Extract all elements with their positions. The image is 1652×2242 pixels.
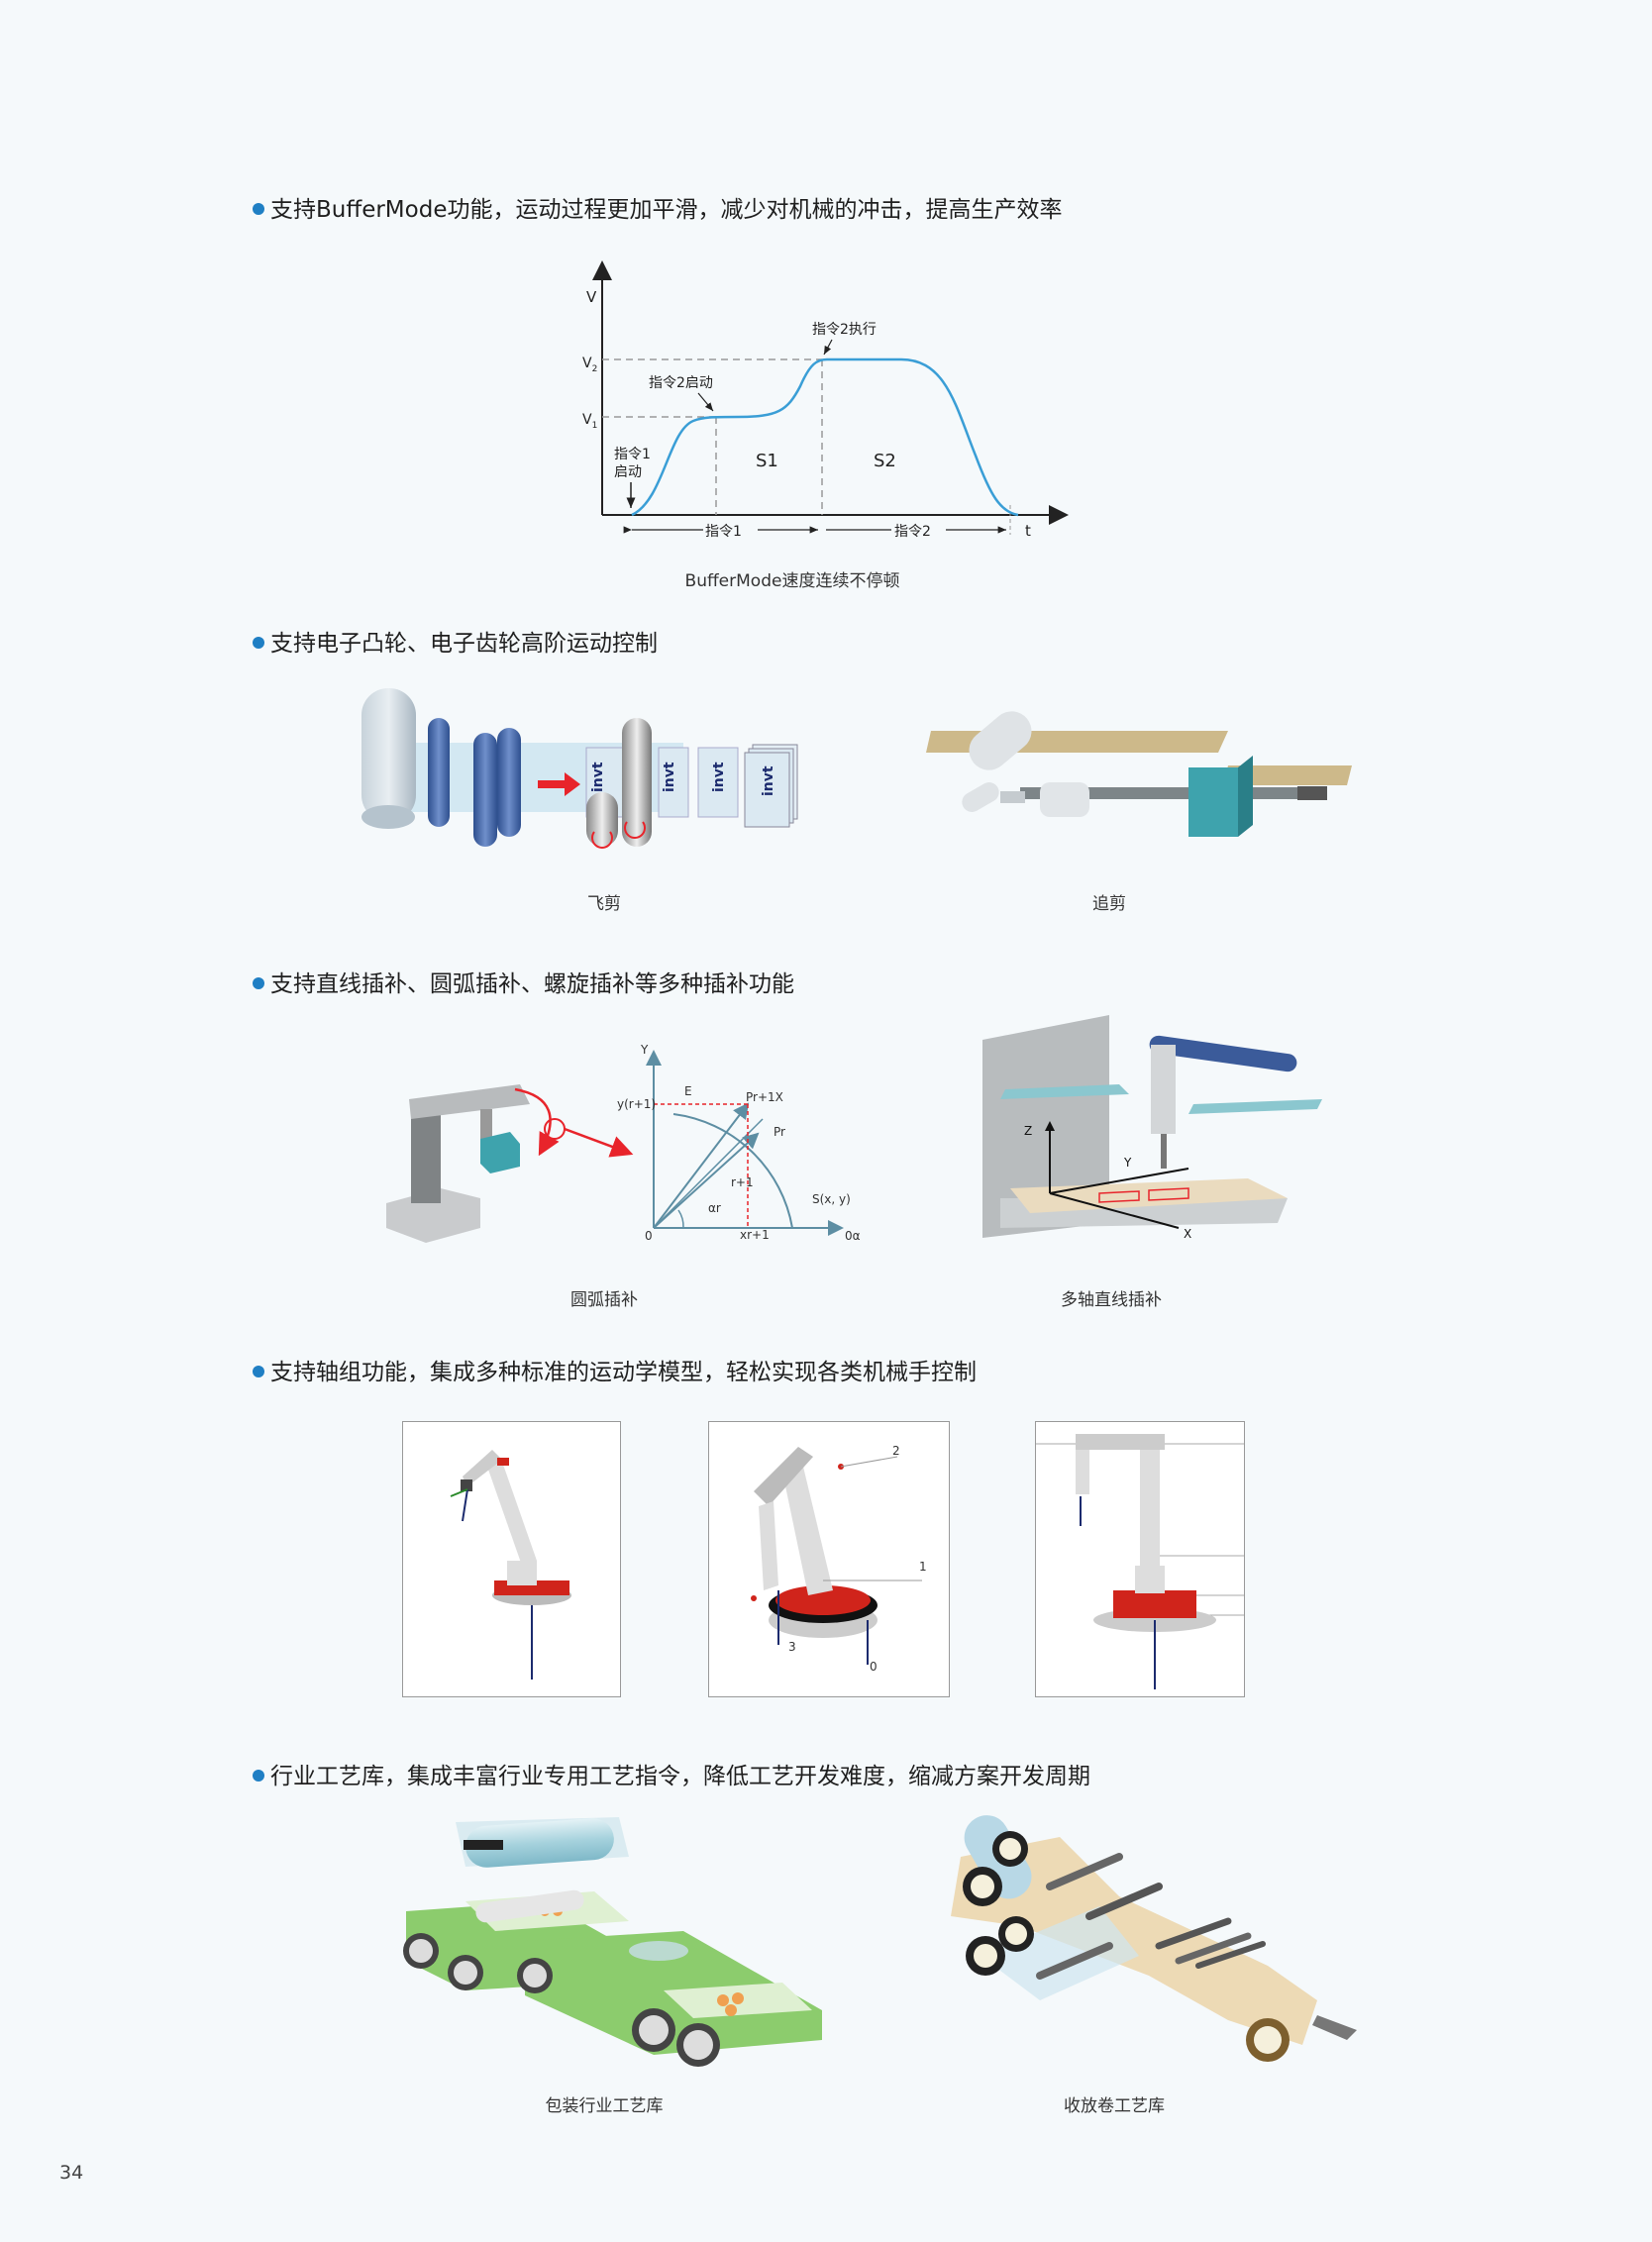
svg-text:0: 0 (645, 1229, 653, 1243)
cmd1-start-label-line1: 指令1 (614, 447, 651, 462)
svg-text:2: 2 (892, 1444, 900, 1458)
svg-text:X: X (1184, 1227, 1191, 1241)
shear-block (1188, 767, 1238, 837)
winding-caption: 收放卷工艺库 (1064, 2096, 1165, 2116)
s2-label: S2 (874, 451, 896, 471)
winding-process-illustration (951, 1815, 1357, 2062)
v1-label: V1 (582, 412, 597, 431)
s1-label: S1 (756, 451, 778, 471)
chasing-shear-caption: 追剪 (1092, 894, 1126, 914)
cmd2-start-label: 指令2启动 (649, 375, 713, 391)
bullet-dot (253, 1769, 264, 1782)
t-axis-label: t (1025, 522, 1031, 540)
arc-interpolation-caption: 圆弧插补 (570, 1290, 638, 1310)
svg-text:3: 3 (788, 1640, 796, 1654)
bullet-dot (253, 1365, 264, 1377)
linear-interpolation-illustration: Z Y X (982, 1015, 1322, 1241)
bullet-dot (253, 976, 264, 989)
svg-text:Pr: Pr (774, 1125, 785, 1139)
packaging-caption: 包装行业工艺库 (545, 2096, 664, 2116)
cmd1-span-label: 指令1 (705, 524, 742, 540)
section-heading-interpolation: 支持直线插补、圆弧插补、螺旋插补等多种插补功能 (253, 965, 794, 998)
invt-logo: invt (761, 765, 776, 796)
svg-text:r+1: r+1 (731, 1175, 754, 1189)
buffermode-caption: BufferMode速度连续不停顿 (684, 571, 900, 591)
svg-text:xr+1: xr+1 (740, 1228, 770, 1242)
shear-blade-roller (622, 718, 652, 847)
arc-interpolation-illustration: Y E Pr+1X Pr y(r+1) r+1 αr 0 xr+1 S(x, y… (386, 1043, 861, 1243)
svg-text:Pr+1X: Pr+1X (746, 1090, 783, 1104)
chasing-shear-illustration (926, 711, 1352, 837)
robot-frame-3 (1035, 1421, 1245, 1697)
svg-text:1: 1 (919, 1560, 927, 1574)
bullet-dot (253, 636, 264, 649)
svg-text:αr: αr (708, 1201, 721, 1215)
material-roll (361, 688, 416, 822)
svg-text:Y: Y (640, 1043, 649, 1057)
svg-text:Y: Y (1123, 1156, 1132, 1170)
robot-arm-model (1036, 1434, 1244, 1689)
robot-arm-model: 2 1 3 0 (751, 1444, 927, 1674)
invt-logo: invt (711, 762, 727, 792)
cmd2-span-label: 指令2 (894, 524, 931, 540)
cmd1-start-label-line2: 启动 (614, 464, 642, 480)
section-heading-axis-group: 支持轴组功能，集成多种标准的运动学模型，轻松实现各类机械手控制 (253, 1353, 977, 1386)
robot-arm-model (450, 1450, 571, 1680)
svg-text:Z: Z (1024, 1124, 1032, 1138)
v2-label: V2 (582, 356, 597, 374)
page-number: 34 (59, 2162, 84, 2184)
svg-text:y(r+1): y(r+1) (617, 1097, 656, 1111)
flying-shear-caption: 飞剪 (587, 894, 621, 914)
section-heading-cam: 支持电子凸轮、电子齿轮高阶运动控制 (253, 624, 658, 658)
flying-shear-illustration: invt invt invt invt (361, 688, 798, 849)
svg-text:S(x, y): S(x, y) (812, 1192, 851, 1206)
v-axis-label: V (586, 288, 597, 306)
invt-logo: invt (662, 762, 677, 792)
robot-frame-2: 2 1 3 0 (708, 1421, 950, 1697)
cmd2-exec-label: 指令2执行 (812, 322, 877, 338)
velocity-curve (631, 357, 1019, 517)
packaging-process-illustration (403, 1817, 822, 2067)
svg-text:E: E (684, 1084, 692, 1098)
section-heading-buffermode: 支持BufferMode功能，运动过程更加平滑，减少对机械的冲击，提高生产效率 (253, 190, 1062, 224)
buffermode-velocity-chart: V V2 V1 t 指令1 启动 指令2启动 指令2执行 S1 S2 指令1 指… (582, 260, 1069, 540)
direction-arrow (538, 772, 580, 796)
invt-logo: invt (590, 762, 606, 792)
linear-interpolation-caption: 多轴直线插补 (1061, 1290, 1162, 1310)
section-heading-process-library: 行业工艺库，集成丰富行业专用工艺指令，降低工艺开发难度，缩减方案开发周期 (253, 1757, 1090, 1790)
svg-text:0α: 0α (845, 1229, 861, 1243)
bullet-dot (253, 202, 264, 215)
robot-frame-1 (402, 1421, 621, 1697)
svg-text:0: 0 (870, 1660, 878, 1674)
